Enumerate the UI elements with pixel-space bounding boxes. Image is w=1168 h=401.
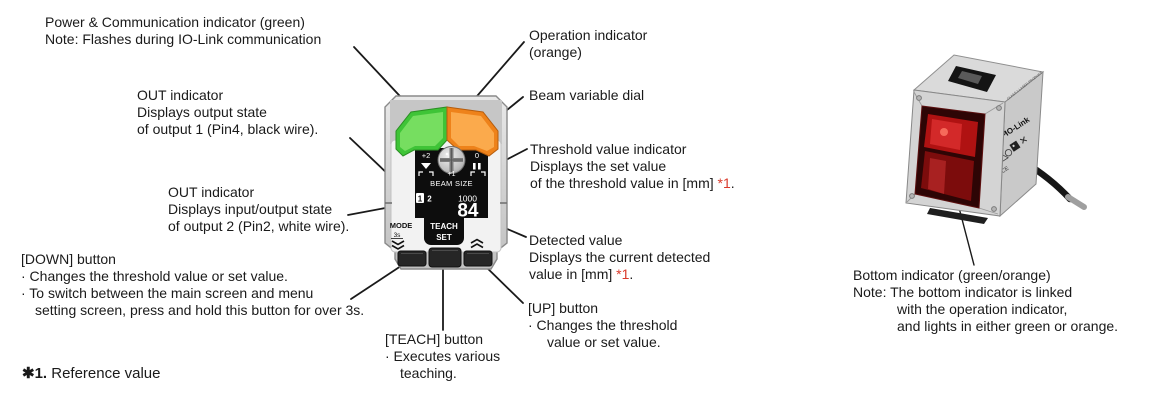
label-line: [DOWN] button	[21, 251, 116, 267]
label-line: [TEACH] button	[385, 331, 484, 347]
beam-narrow-icon	[473, 163, 476, 170]
beam-narrow-bracket-icon	[470, 171, 486, 176]
label-line: Operation indicator	[529, 27, 648, 43]
dial-highlight	[445, 152, 449, 156]
out2-digit: 2	[427, 195, 432, 204]
top-display-screen	[958, 71, 982, 84]
reference-mark: *1	[616, 266, 630, 282]
dial-slot-outline	[440, 148, 463, 172]
screw	[916, 95, 922, 101]
out1-indicator-box	[416, 193, 424, 203]
dial-scale-right: 0	[475, 151, 479, 160]
label-line: Note: The bottom indicator is linked	[853, 284, 1073, 300]
label-teach-button: [TEACH] button · Executes various teachi…	[385, 331, 500, 382]
label-line: · Changes the threshold	[528, 317, 678, 333]
label-line: Displays output state	[137, 104, 267, 120]
label-line: Power & Communication indicator (green)	[45, 14, 305, 30]
beam-wide-icon	[421, 163, 431, 169]
sensor-front-view: +2 0 +1 BEAM SIZE 1 2 1000 84 MODE 3s TE…	[384, 95, 508, 270]
label-line: Displays input/output state	[168, 201, 333, 217]
chevron-double-down-icon	[391, 240, 405, 250]
beam-size-label: BEAM SIZE	[430, 179, 473, 188]
threshold-value-display: 1000	[458, 194, 477, 204]
sensor-photo: CLASS 1 LASER PRODUCT IO-Link CE	[905, 54, 1087, 224]
label-line: teaching.	[400, 365, 457, 381]
ul-mark-icon	[1004, 149, 1013, 157]
teach-label: TEACH	[430, 222, 458, 231]
screw	[909, 193, 915, 199]
label-detected-value: Detected value Displays the current dete…	[529, 232, 710, 283]
power-indicator-gloss	[400, 112, 443, 151]
label-threshold-indicator: Threshold value indicator Displays the s…	[530, 141, 735, 192]
label-line: Displays the set value	[530, 158, 667, 174]
label-bottom-indicator: Bottom indicator (green/orange) Note: Th…	[853, 267, 1118, 335]
label-out2-indicator: OUT indicator Displays input/output stat…	[168, 184, 349, 235]
mode-hold-time: 3s	[394, 232, 402, 239]
bottom-indicator-lens	[927, 208, 988, 224]
label-line: (orange)	[529, 44, 582, 60]
label-line: Bottom indicator (green/orange)	[853, 267, 1051, 283]
label-power-comm-indicator: Power & Communication indicator (green) …	[45, 14, 321, 48]
label-out1-indicator: OUT indicator Displays output state of o…	[137, 87, 318, 138]
label-line: value in [mm] *1.	[529, 266, 634, 282]
label-line: · To switch between the main screen and …	[21, 285, 314, 301]
label-line: Detected value	[529, 232, 623, 248]
label-line: value or set value.	[547, 334, 661, 350]
label-down-button: [DOWN] button · Changes the threshold va…	[21, 251, 364, 319]
weee-x-icon	[1019, 136, 1028, 144]
certification-marks: CE	[1001, 136, 1028, 175]
beam-narrow-icon	[478, 163, 481, 170]
label-line: setting screen, press and hold this butt…	[35, 302, 365, 318]
reference-note: ✱1. Reference value	[22, 364, 160, 382]
label-line: · Executes various	[385, 348, 501, 364]
qr-pixel	[1012, 144, 1015, 148]
beam-wide-bracket-icon	[418, 171, 434, 176]
label-line: OUT indicator	[137, 87, 224, 103]
label-line: · Changes the threshold value or set val…	[21, 268, 288, 284]
lens-hotspot	[940, 128, 948, 136]
reference-note-mark: ✱1.	[22, 365, 48, 382]
label-line: [UP] button	[528, 300, 599, 316]
operation-indicator-gloss	[451, 112, 494, 151]
out1-digit: 1	[418, 195, 423, 204]
label-line: with the operation indicator,	[897, 301, 1068, 317]
label-line: Beam variable dial	[529, 87, 645, 103]
label-line: Displays the current detected	[529, 249, 711, 265]
label-line: OUT indicator	[168, 184, 255, 200]
label-up-button: [UP] button · Changes the threshold valu…	[528, 300, 677, 351]
label-line: Threshold value indicator	[530, 141, 687, 157]
teach-set-pad	[424, 217, 464, 245]
reference-mark: *1	[717, 175, 731, 191]
up-button	[463, 250, 493, 267]
label-operation-indicator: Operation indicator (orange)	[529, 27, 647, 61]
label-line: Note: Flashes during IO-Link communicati…	[45, 31, 322, 47]
beam-variable-dial	[437, 146, 466, 174]
dial-scale-center: +1	[448, 171, 456, 178]
set-label: SET	[436, 233, 452, 242]
receiver-lens-streak	[928, 158, 946, 194]
reference-note-text: Reference value	[47, 365, 161, 382]
label-line: of the threshold value in [mm] *1.	[530, 175, 735, 191]
cable-end	[1065, 194, 1087, 210]
teach-button	[428, 247, 462, 268]
dial-scale-left: +2	[422, 151, 431, 160]
label-beam-variable-dial: Beam variable dial	[529, 87, 644, 104]
detected-value-display: 84	[457, 201, 479, 222]
down-button	[397, 250, 427, 267]
label-line: of output 2 (Pin2, white wire).	[168, 218, 350, 234]
screw	[991, 206, 997, 212]
screw	[996, 105, 1002, 111]
chevron-double-up-icon	[470, 238, 484, 249]
label-line: and lights in either green or orange.	[897, 318, 1119, 334]
mode-label: MODE	[390, 221, 413, 230]
label-line: of output 1 (Pin4, black wire).	[137, 121, 319, 137]
ce-mark: CE	[1001, 166, 1011, 175]
